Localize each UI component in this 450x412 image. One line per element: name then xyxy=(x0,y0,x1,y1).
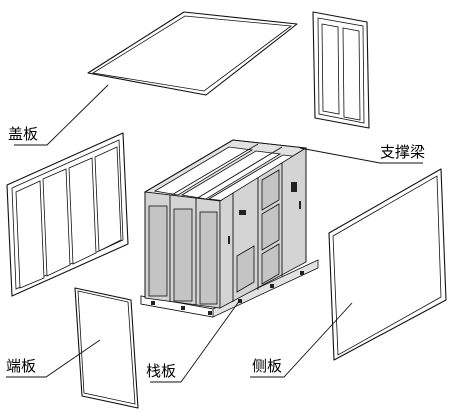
cover-plate xyxy=(87,11,298,96)
end-frame-panel-right xyxy=(312,11,370,129)
side-frame-panel-left xyxy=(6,132,129,297)
leader-lines xyxy=(6,84,423,383)
side-plate xyxy=(328,168,447,361)
leader-pallet xyxy=(150,299,241,383)
leader-side-plate xyxy=(250,302,353,378)
label-end-plate: 端板 xyxy=(6,357,36,375)
label-pallet: 栈板 xyxy=(146,362,176,380)
leader-support-beam xyxy=(299,147,423,164)
label-support-beam: 支撑梁 xyxy=(380,143,425,161)
label-side-plate: 侧板 xyxy=(252,357,282,375)
leader-cover-plate xyxy=(14,84,109,146)
leader-end-plate xyxy=(6,339,101,378)
end-plate xyxy=(74,287,139,409)
label-cover-plate: 盖板 xyxy=(8,125,38,143)
cabinet-assembly xyxy=(140,139,319,318)
